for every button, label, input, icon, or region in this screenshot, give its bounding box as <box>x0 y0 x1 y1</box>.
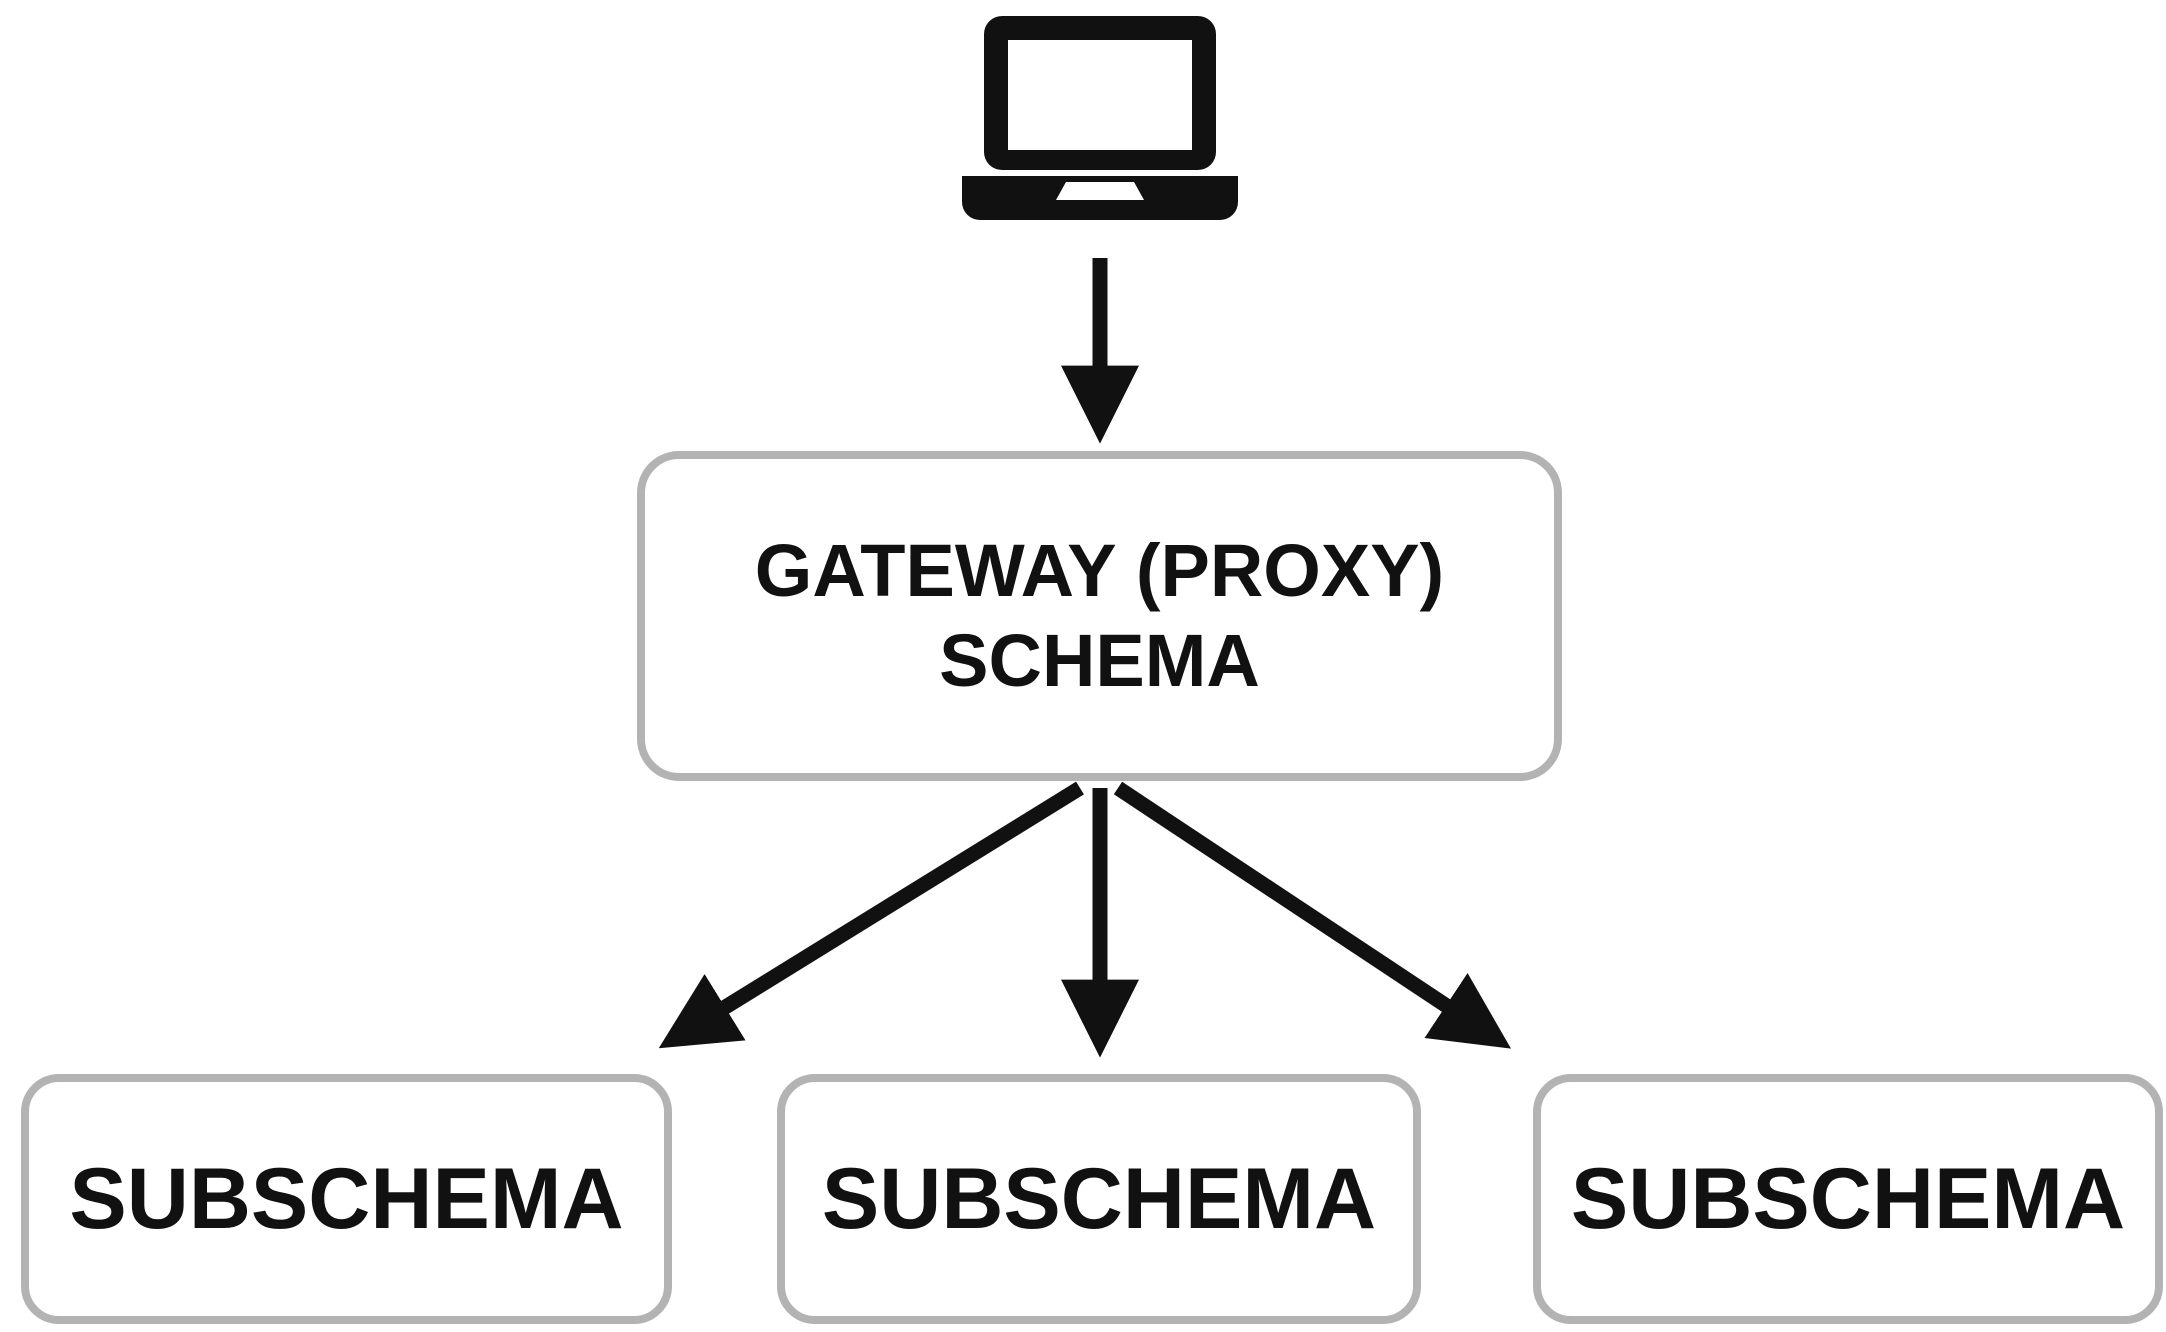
arrow-gateway-to-subschema-1 <box>658 781 1084 1049</box>
subschema-label-1: SUBSCHEMA <box>69 1150 624 1247</box>
arrow-gateway-to-subschema-3 <box>1113 781 1512 1049</box>
gateway-schema-label-line1: GATEWAY (PROXY) <box>754 528 1445 612</box>
laptop-icon <box>962 16 1238 220</box>
subschema-node-1: SUBSCHEMA <box>21 1074 672 1324</box>
gateway-schema-label-line2: SCHEMA <box>939 619 1260 702</box>
subschema-label-2: SUBSCHEMA <box>821 1150 1377 1247</box>
subschema-node-3: SUBSCHEMA <box>1533 1074 2163 1324</box>
gateway-schema-node: GATEWAY (PROXY) SCHEMA <box>637 451 1562 781</box>
subschema-label-3: SUBSCHEMA <box>1570 1150 2126 1247</box>
subschema-node-2: SUBSCHEMA <box>777 1074 1421 1324</box>
